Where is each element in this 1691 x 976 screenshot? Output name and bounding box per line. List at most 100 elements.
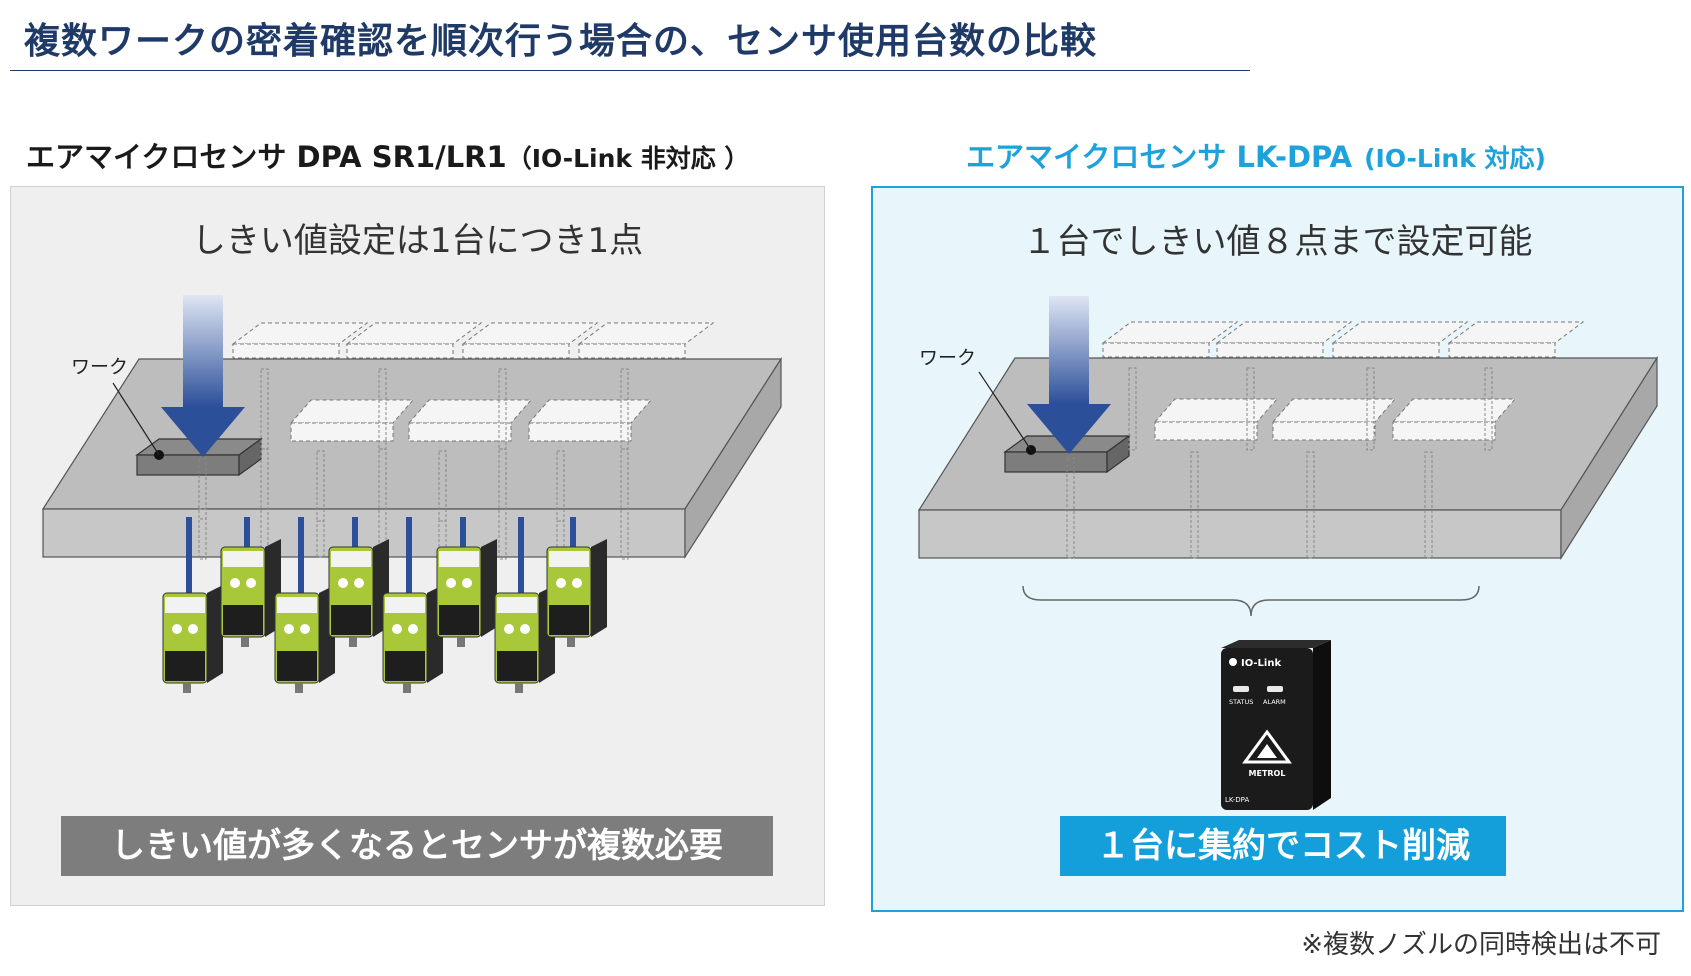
sensor-button-icon — [392, 624, 402, 634]
sensor-cable — [570, 517, 576, 547]
sensor-led-panel — [497, 597, 537, 613]
right-press-arrow-shaft — [1049, 296, 1089, 404]
metrol-logo-icon — [1242, 729, 1292, 764]
title-divider — [10, 70, 1250, 71]
footnote: ※複数ノズルの同時検出は不可 — [1301, 930, 1661, 960]
device-logo-text: IO-Link — [1241, 658, 1281, 669]
sensor-unit — [436, 517, 497, 647]
left-panel: しきい値設定は1台につき1点 ワーク — [10, 186, 825, 906]
sensor-base — [439, 605, 479, 635]
right-work-leader — [978, 371, 1032, 451]
sensor-led-panel — [439, 551, 479, 567]
sensor-button-icon — [338, 578, 348, 588]
sensor-base — [385, 651, 425, 681]
right-heading: エアマイクロセンサ LK-DPA (IO-Link 対応) — [966, 134, 1546, 176]
left-heading-main: エアマイクロセンサ DPA SR1/LR1 — [26, 140, 507, 174]
sensor-cable — [352, 517, 358, 547]
device-led1-label: STATUS — [1229, 698, 1253, 706]
right-panel: １台でしきい値８点まで設定可能 ワーク — [871, 186, 1684, 912]
sensor-unit — [162, 517, 223, 693]
sensor-unit — [220, 517, 281, 647]
sensor-button-icon — [520, 624, 530, 634]
left-tagline: しきい値設定は1台につき1点 — [191, 221, 644, 261]
lk-dpa-device: IO-Link STATUS ALARM METROL LK-DPA — [1221, 640, 1331, 810]
left-diagram: ワーク — [41, 295, 783, 693]
right-ghost-works-back — [1101, 321, 1585, 358]
sensor-cable — [186, 517, 192, 593]
left-heading-sub: （IO-Link 非対応 ） — [506, 144, 750, 173]
right-plate-side — [1560, 355, 1658, 561]
left-press-arrow-head — [161, 407, 245, 457]
device-led2-label: ALARM — [1263, 698, 1286, 706]
sensor-base — [497, 651, 537, 681]
left-work-leader — [112, 382, 160, 456]
device-body-side — [1313, 640, 1331, 810]
left-ghost-works-back — [231, 322, 715, 359]
sensor-cable — [460, 517, 466, 547]
sensor-connector — [183, 683, 191, 693]
left-plate-side — [684, 356, 782, 560]
right-heading-main: エアマイクロセンサ LK-DPA — [966, 140, 1353, 174]
left-ghost-works-front — [289, 399, 653, 442]
sensor-button-icon — [446, 578, 456, 588]
sensor-base — [277, 651, 317, 681]
sensor-connector — [241, 637, 249, 647]
sensor-cable — [244, 517, 250, 547]
sensor-led-panel — [549, 551, 589, 567]
sensor-button-icon — [504, 624, 514, 634]
right-active-work-front — [1004, 451, 1108, 473]
right-active-work-side — [1106, 434, 1130, 474]
left-nozzles — [198, 368, 629, 560]
left-work-label: ワーク — [71, 356, 128, 378]
device-brand: METROL — [1249, 769, 1286, 778]
left-active-work-front — [136, 454, 240, 476]
sensor-button-icon — [300, 624, 310, 634]
sensor-button-icon — [188, 624, 198, 634]
sensor-side — [207, 585, 223, 683]
sensor-connector — [403, 683, 411, 693]
sensor-led-panel — [385, 597, 425, 613]
alarm-led-icon — [1267, 686, 1283, 692]
sensor-connector — [295, 683, 303, 693]
sensor-connector — [515, 683, 523, 693]
sensor-connector — [457, 637, 465, 647]
right-brace — [1022, 585, 1480, 617]
sensor-cable — [298, 517, 304, 593]
sensor-side — [481, 539, 497, 637]
sensor-button-icon — [408, 624, 418, 634]
right-plate-front — [918, 509, 1562, 559]
sensor-base — [165, 651, 205, 681]
left-press-arrow-shaft — [183, 295, 223, 407]
sensor-button-icon — [462, 578, 472, 588]
device-body-front — [1221, 648, 1313, 810]
sensor-button-icon — [354, 578, 364, 588]
sensor-led-panel — [277, 597, 317, 613]
sensor-base — [331, 605, 371, 635]
right-tagline: １台でしきい値８点まで設定可能 — [1022, 222, 1533, 262]
sensor-unit — [494, 517, 555, 693]
device-body-top — [1221, 640, 1331, 648]
sensor-unit — [546, 517, 607, 647]
sensor-led-panel — [165, 597, 205, 613]
right-banner: １台に集約でコスト削減 — [1060, 816, 1506, 876]
sensor-connector — [567, 637, 575, 647]
left-sensor-group — [162, 517, 607, 693]
sensor-unit — [382, 517, 443, 693]
sensor-button-icon — [572, 578, 582, 588]
right-heading-sub: (IO-Link 対応) — [1364, 144, 1546, 173]
sensor-button-icon — [284, 624, 294, 634]
left-active-work-side — [238, 437, 262, 477]
left-heading: エアマイクロセンサ DPA SR1/LR1（IO-Link 非対応 ） — [26, 134, 749, 176]
device-model: LK-DPA — [1225, 796, 1249, 804]
sensor-base — [223, 605, 263, 635]
sensor-side — [591, 539, 607, 637]
sensor-button-icon — [246, 578, 256, 588]
sensor-connector — [349, 637, 357, 647]
sensor-led-panel — [331, 551, 371, 567]
right-nozzles — [1066, 367, 1493, 559]
right-ghost-works-front — [1153, 398, 1517, 441]
left-banner: しきい値が多くなるとセンサが複数必要 — [61, 816, 773, 876]
sensor-led-panel — [223, 551, 263, 567]
sensor-cable — [518, 517, 524, 593]
sensor-button-icon — [172, 624, 182, 634]
